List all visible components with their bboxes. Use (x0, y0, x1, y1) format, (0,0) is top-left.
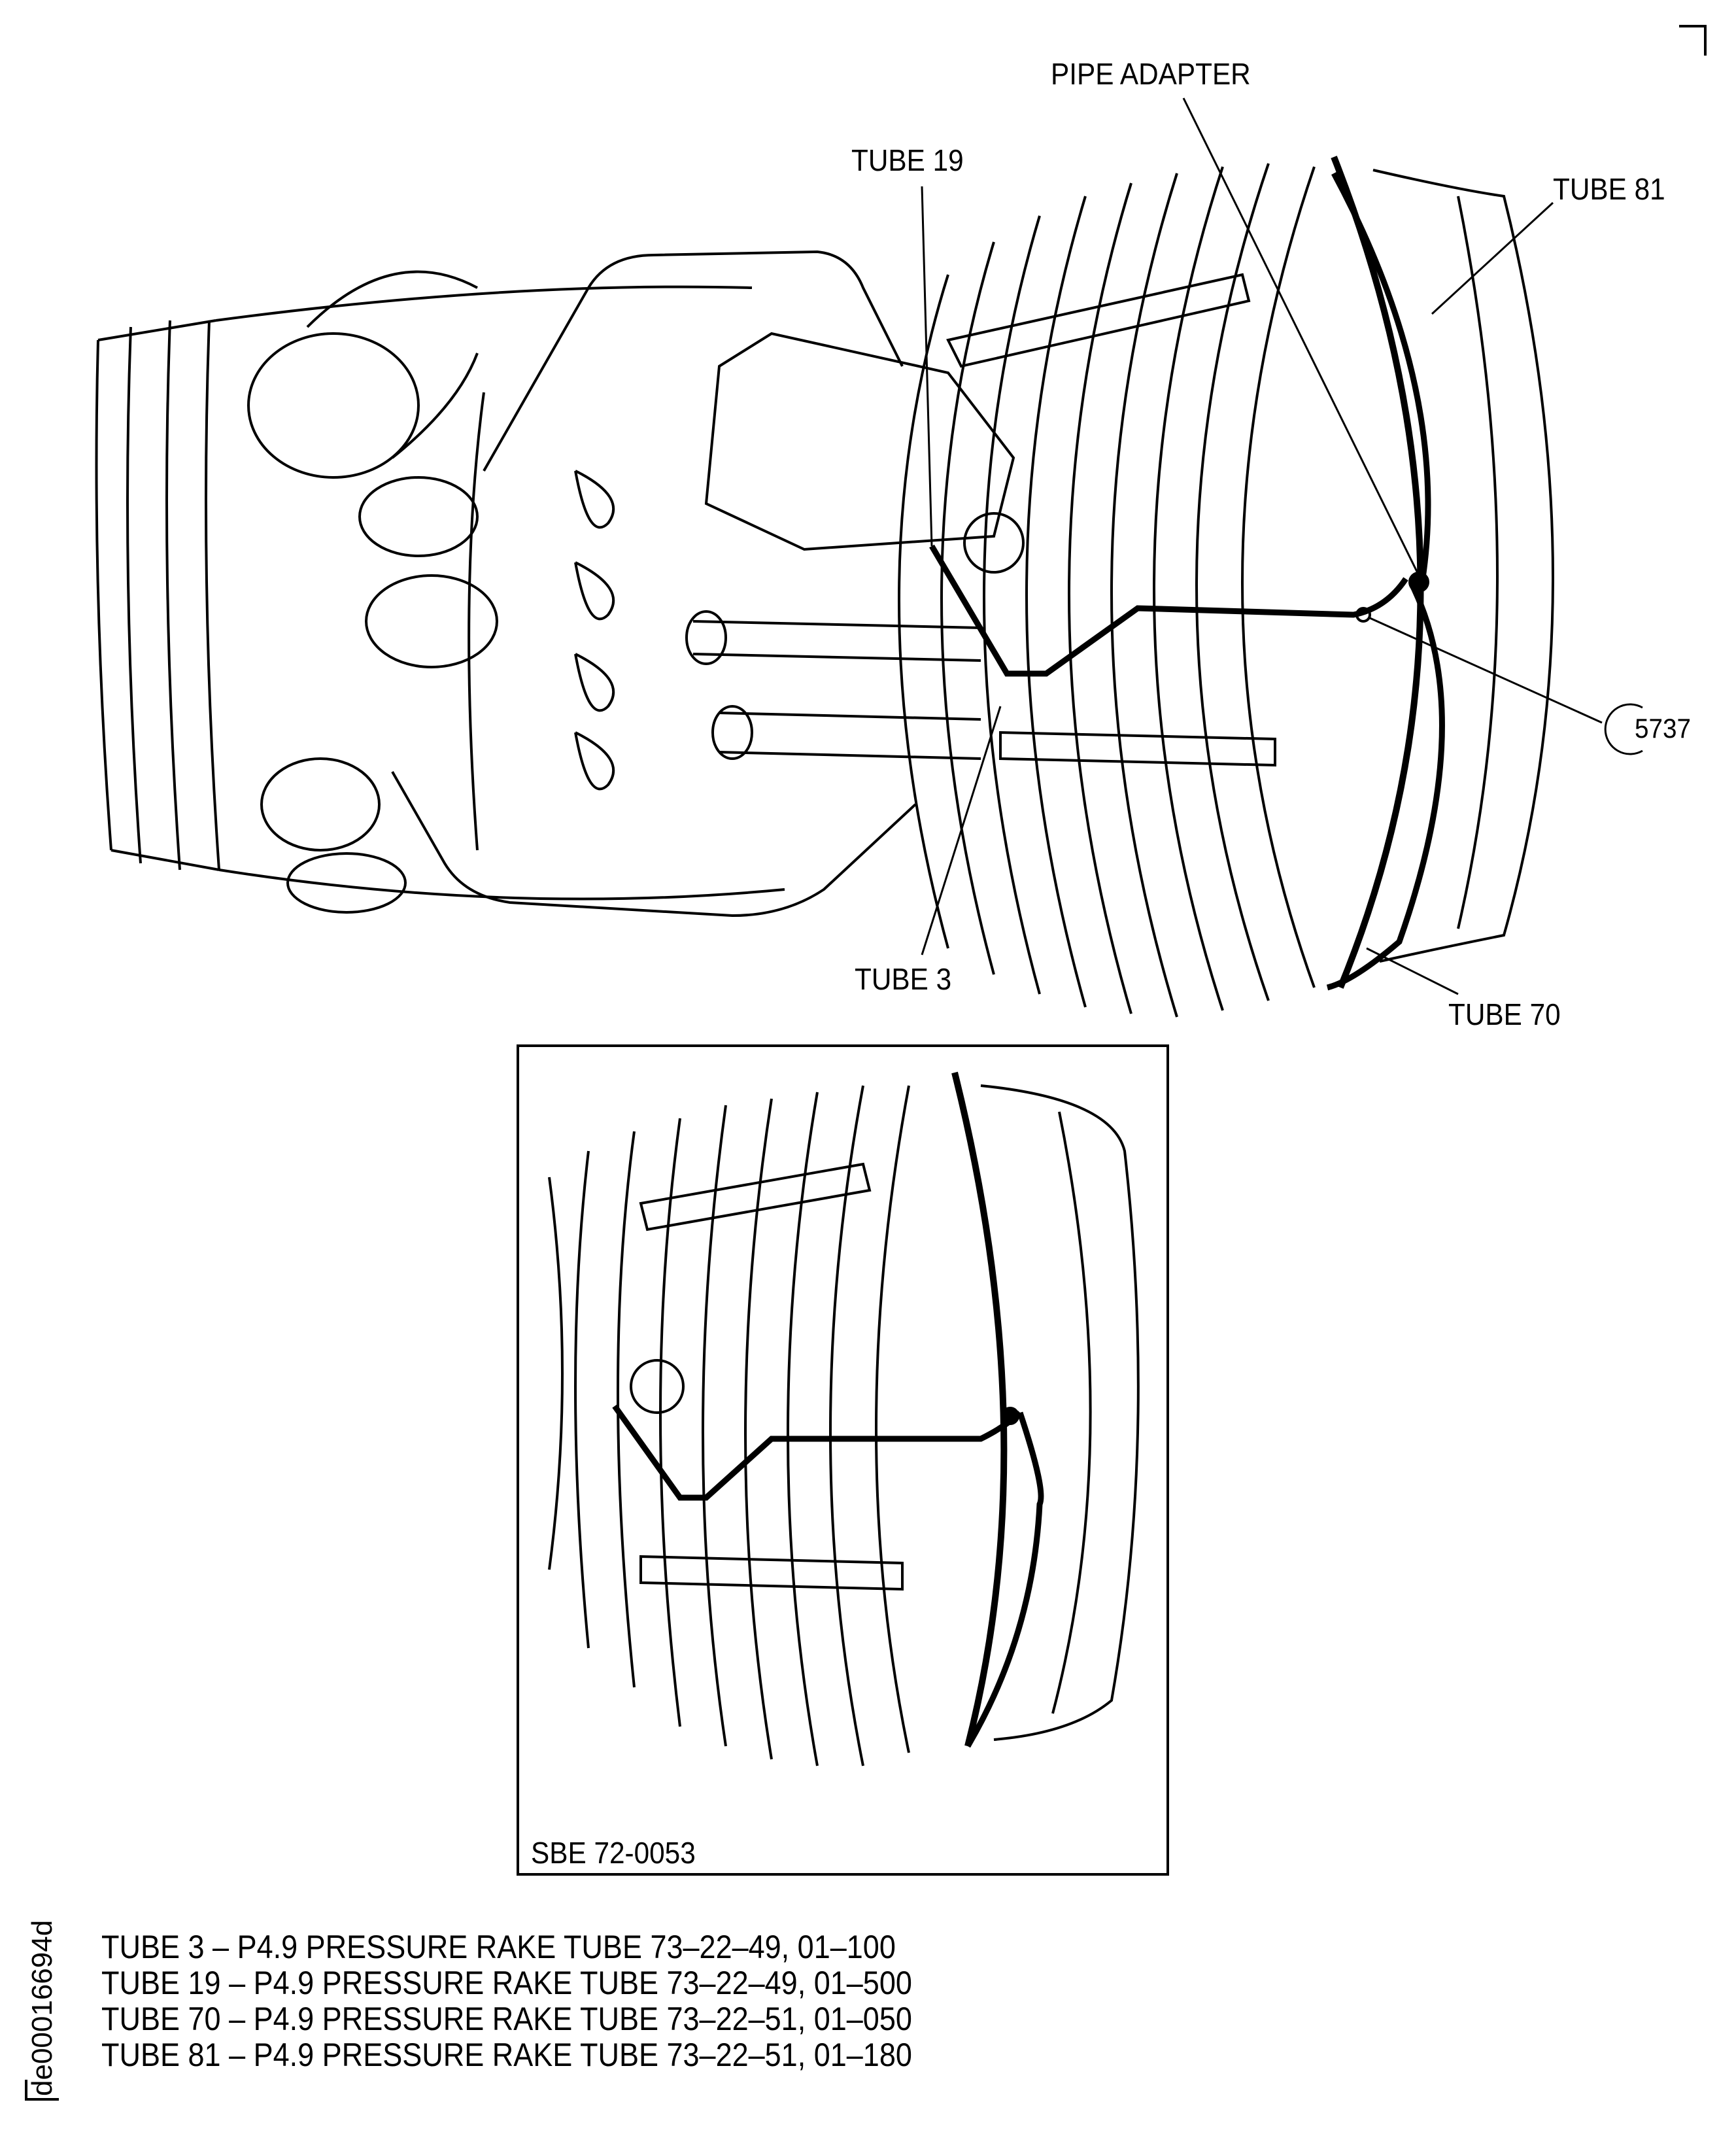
reference-circle-5737 (1604, 703, 1643, 755)
tube-legend: TUBE 3 – P4.9 PRESSURE RAKE TUBE 73–22–4… (101, 1929, 912, 2073)
tube-81-route (1331, 171, 1431, 583)
leader-5737 (1369, 617, 1603, 724)
callout-pipe-adapter: PIPE ADAPTER (1051, 57, 1251, 91)
upper-bracket (946, 273, 1251, 368)
legend-item: TUBE 70 – P4.9 PRESSURE RAKE TUBE 73–22–… (101, 2001, 912, 2037)
port-boss (963, 512, 1025, 574)
fitting-5737 (1355, 607, 1371, 623)
leader-tube-3 (921, 706, 1002, 955)
corner-mark (1679, 25, 1707, 56)
combustor-case (215, 285, 785, 901)
leader-pipe-adapter (1182, 97, 1420, 576)
legend-item: TUBE 3 – P4.9 PRESSURE RAKE TUBE 73–22–4… (101, 1929, 896, 1965)
legend-item: TUBE 19 – P4.9 PRESSURE RAKE TUBE 73–22–… (101, 1965, 912, 2001)
callout-tube-70: TUBE 70 (1448, 997, 1561, 1031)
exhaust-nozzle (1331, 156, 1554, 989)
tube-19-route (929, 544, 1408, 677)
lower-bracket (999, 731, 1276, 767)
reference-number-5737: 5737 (1635, 713, 1691, 744)
pipe-elbows (247, 270, 498, 914)
legend-item: TUBE 81 – P4.9 PRESSURE RAKE TUBE 73–22–… (101, 2037, 912, 2073)
exhaust-corrugations (898, 163, 1316, 1018)
sensor-block (704, 332, 1015, 551)
inset-frame: SBE 72-0053 (517, 1044, 1169, 1876)
callout-tube-81: TUBE 81 (1553, 172, 1665, 206)
front-case-rings (95, 319, 220, 871)
external-tube-upper (483, 250, 904, 472)
leader-tube-70 (1366, 947, 1459, 995)
mixer-lobes (574, 470, 615, 791)
external-tube-lower (391, 771, 917, 918)
inset-drawing (548, 1071, 1140, 1766)
callout-tube-3: TUBE 3 (855, 962, 952, 996)
inset-label: SBE 72-0053 (531, 1836, 696, 1870)
callout-tube-19: TUBE 19 (851, 143, 964, 177)
leader-tube-81 (1431, 201, 1554, 315)
tube-70-route (1326, 584, 1445, 991)
figure-id: de00016694d (26, 1919, 58, 2096)
leader-tube-19 (921, 186, 933, 547)
fuel-nozzle-pipes (685, 610, 981, 760)
pipe-adapter-junction (1408, 572, 1429, 593)
